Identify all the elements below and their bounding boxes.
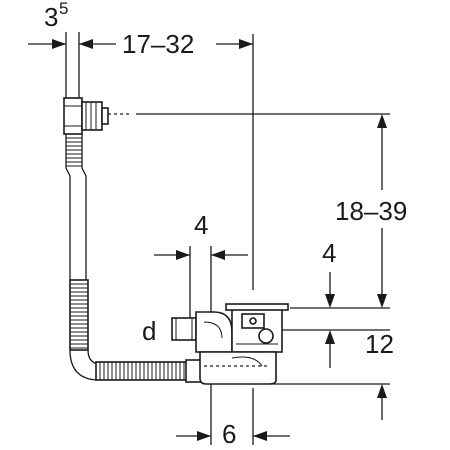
drain-screw (249, 317, 257, 325)
hose-ribs (70, 283, 88, 349)
arrowhead (253, 431, 267, 441)
hose-ribs (66, 137, 82, 167)
overflow-cap (81, 101, 103, 131)
arrowhead (176, 250, 190, 260)
drain-body (171, 303, 289, 385)
arrowhead (197, 431, 211, 441)
dimension-17-32: 17–32 (122, 29, 194, 59)
arrowhead (377, 114, 387, 128)
horizontal-hose (95, 359, 203, 383)
dimension-4-right: 4 (322, 238, 336, 268)
horizontal-hose-body (95, 361, 197, 381)
hose-bend (69, 349, 97, 381)
dimension-12: 12 (365, 329, 394, 359)
arrowhead (325, 330, 335, 344)
drain-rim (225, 303, 289, 311)
hose-outline (81, 134, 87, 280)
elbow-fitting (195, 311, 233, 353)
trap-body (199, 351, 277, 385)
overflow-flange (63, 97, 83, 135)
hose-outline (65, 134, 71, 280)
dimension-18-39: 18–39 (335, 196, 407, 226)
arrowhead (377, 384, 387, 398)
diameter-label-d: d (142, 316, 156, 346)
arrowheads (52, 39, 387, 441)
dimension-3-5-sup: 5 (59, 0, 68, 18)
overflow-knob (101, 107, 109, 125)
dimension-3-5-base: 3 (44, 2, 58, 32)
trap-inner (231, 356, 263, 367)
dimension-3-5: 3 5 (44, 0, 68, 32)
arrowhead (79, 39, 93, 49)
hose-ribs (99, 362, 185, 380)
vertical-hose (65, 134, 99, 381)
arrowhead (211, 250, 225, 260)
arrowhead (239, 39, 253, 49)
drain-valve (258, 328, 274, 344)
overflow-head (63, 97, 132, 135)
elbow-inner (203, 321, 223, 339)
dimension-4-middle: 4 (194, 210, 208, 240)
dimension-6: 6 (222, 419, 236, 449)
arrowhead (52, 39, 66, 49)
arrowhead (377, 294, 387, 308)
arrowhead (325, 294, 335, 308)
